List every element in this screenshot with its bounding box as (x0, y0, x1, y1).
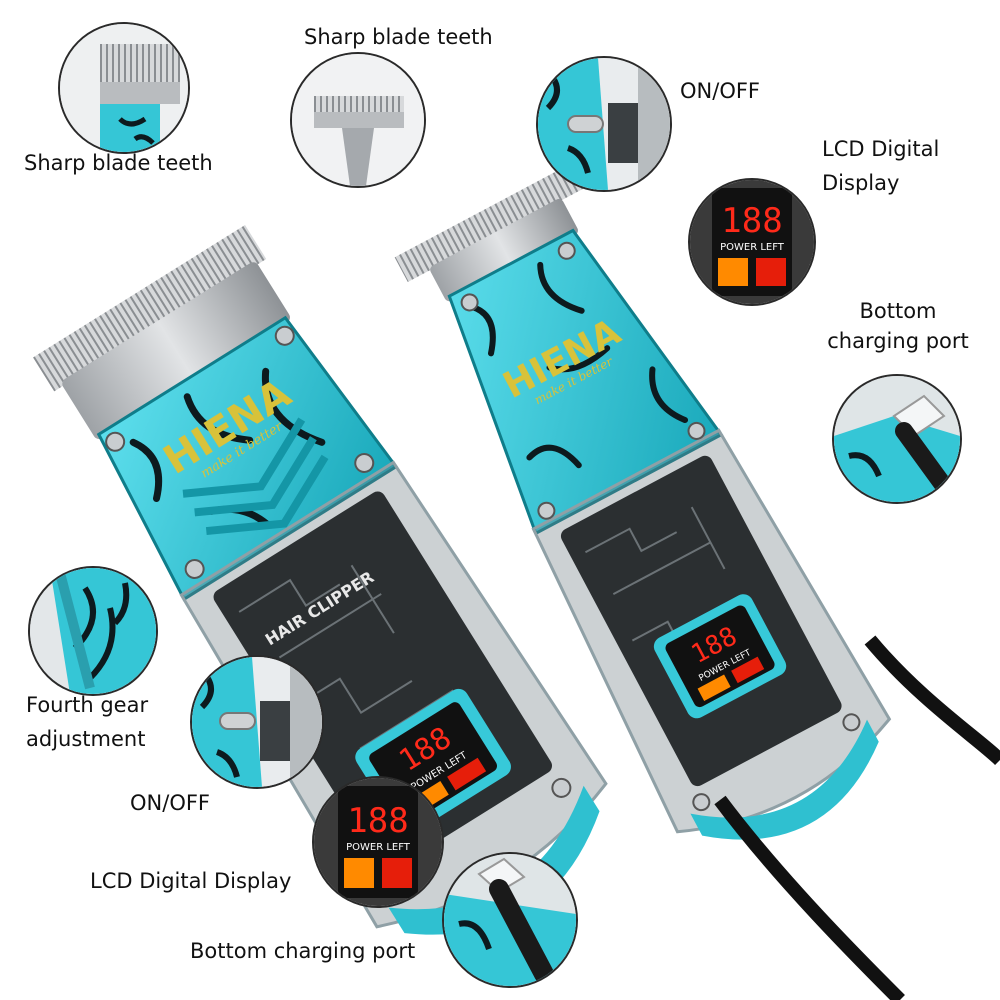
callout-bottom-onoff (190, 655, 324, 789)
callout-gear (28, 566, 158, 696)
label-gear-line2: adjustment (26, 727, 146, 752)
label-bottom-onoff: ON/OFF (130, 791, 211, 815)
callout-bottom-lcd: 188 POWER LEFT (312, 776, 444, 908)
callout-left-blade (58, 22, 190, 154)
power-switch-icon (538, 58, 670, 190)
left-clipper-cable (714, 795, 905, 1000)
right-clipper: 188 POWER LEFT HIENA make it better (394, 163, 892, 840)
blade-teeth-icon (60, 24, 188, 152)
label-top-blade: Sharp blade teeth (304, 25, 493, 49)
callout-top-onoff (536, 56, 672, 192)
charging-port-icon (444, 854, 576, 986)
left-clipper-teeth (33, 225, 267, 392)
label-top-lcd-line2: Display (822, 171, 900, 196)
label-top-port: Bottom charging port (822, 298, 974, 355)
t-blade-icon (292, 54, 424, 186)
callout-top-port (832, 374, 962, 504)
label-left-blade: Sharp blade teeth (24, 151, 213, 175)
gear-lever-icon (30, 568, 156, 694)
lcd-display-icon: 188 POWER LEFT (314, 778, 442, 906)
label-top-lcd-line1: LCD Digital (822, 137, 940, 161)
power-switch-icon (192, 657, 322, 787)
label-gear: Fourth gear adjustment (26, 692, 148, 753)
svg-text:188: 188 (721, 201, 782, 241)
lcd-display-icon: 188 POWER LEFT (690, 180, 814, 304)
svg-text:POWER LEFT: POWER LEFT (720, 242, 785, 253)
callout-bottom-port (442, 852, 578, 988)
svg-text:188: 188 (347, 801, 408, 841)
left-clipper: 188 POWER LEFT HIENA make it better HAIR… (33, 225, 608, 935)
callout-top-blade (290, 52, 426, 188)
label-top-port-line2: charging port (827, 329, 969, 354)
label-top-port-line1: Bottom (859, 299, 937, 323)
label-top-onoff: ON/OFF (680, 79, 761, 103)
callout-top-lcd: 188 POWER LEFT (688, 178, 816, 306)
label-top-lcd: LCD Digital Display (822, 136, 939, 197)
right-clipper-cable (864, 635, 1000, 766)
charging-port-icon (834, 376, 960, 502)
label-bottom-port: Bottom charging port (190, 939, 416, 963)
label-gear-line1: Fourth gear (26, 693, 149, 717)
label-bottom-lcd: LCD Digital Display (90, 869, 292, 893)
right-clipper-teeth (394, 163, 585, 283)
svg-text:POWER LEFT: POWER LEFT (346, 842, 411, 853)
